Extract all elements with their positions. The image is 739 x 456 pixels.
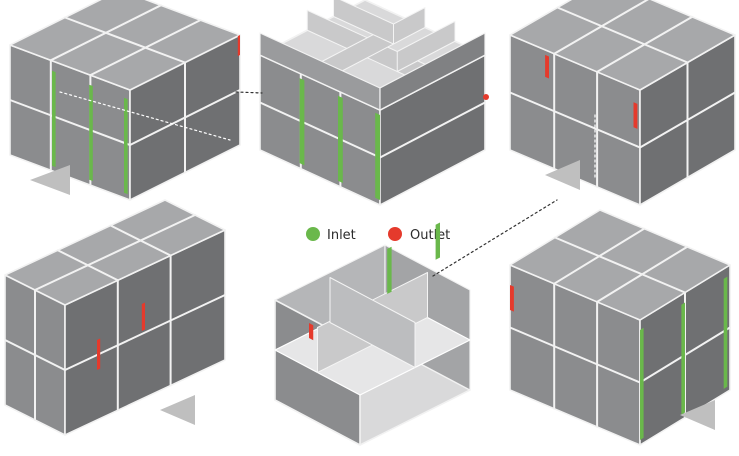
inlet-strip-3 bbox=[299, 78, 305, 166]
model-top-center bbox=[235, 0, 489, 206]
floor-seam-left bbox=[509, 326, 641, 384]
floor-seam-left bbox=[259, 101, 381, 159]
legend: Inlet Outlet bbox=[306, 227, 450, 243]
inlet-strip-3 bbox=[52, 70, 56, 168]
inlet-strip-1 bbox=[124, 97, 128, 195]
wind-arrow bbox=[680, 400, 715, 430]
airflow-path bbox=[59, 91, 231, 141]
inlet-strip-2 bbox=[435, 222, 440, 260]
outlet-marker-1 bbox=[97, 338, 101, 370]
outlet-marker bbox=[309, 323, 314, 341]
floor-seam-right bbox=[379, 101, 486, 159]
interior-wall-3 bbox=[396, 20, 456, 72]
model-top-left bbox=[9, 0, 241, 201]
inlet-strip-3 bbox=[723, 276, 728, 389]
roof-seam bbox=[109, 224, 172, 257]
floor-seam-left bbox=[509, 91, 641, 149]
partition-2 bbox=[329, 277, 416, 368]
legend-label-inlet: Inlet bbox=[327, 228, 356, 243]
airflow-path bbox=[432, 199, 558, 277]
outlet-marker bbox=[483, 94, 489, 100]
legend-swatch-outlet bbox=[388, 227, 402, 241]
floor-seam-right bbox=[64, 294, 226, 371]
inlet-strip-2 bbox=[89, 84, 93, 182]
roof-seam bbox=[556, 6, 689, 64]
outlet-marker bbox=[237, 35, 240, 57]
inlet-strip-1 bbox=[640, 327, 644, 440]
building-models bbox=[4, 0, 736, 446]
parapet-right bbox=[379, 32, 486, 111]
floor-seam-left bbox=[9, 99, 131, 146]
model-bottom-center bbox=[274, 199, 558, 446]
model-bottom-right bbox=[509, 209, 731, 446]
inlet-strip-2 bbox=[681, 302, 685, 415]
legend-swatch-inlet bbox=[306, 227, 320, 241]
wind-arrow bbox=[160, 395, 195, 425]
outlet-marker-2 bbox=[545, 54, 549, 79]
roof-seam bbox=[554, 236, 686, 294]
inlet-strip-2 bbox=[338, 95, 343, 183]
wind-arrow bbox=[545, 160, 580, 190]
outlet-marker-2 bbox=[141, 302, 145, 331]
roof-seam bbox=[64, 16, 186, 64]
wind-arrow bbox=[30, 165, 70, 195]
model-top-right bbox=[509, 0, 736, 206]
legend-label-outlet: Outlet bbox=[410, 228, 450, 243]
inlet-strip-1 bbox=[387, 246, 392, 294]
inlet-strip-1 bbox=[375, 112, 380, 200]
outlet-marker-1 bbox=[633, 102, 638, 129]
roof-seam bbox=[56, 249, 119, 282]
roof-seam bbox=[34, 214, 196, 291]
outlet-marker bbox=[510, 285, 514, 312]
airflow-path bbox=[235, 91, 263, 94]
interior-wall-4 bbox=[333, 0, 394, 45]
model-bottom-left bbox=[4, 199, 226, 436]
